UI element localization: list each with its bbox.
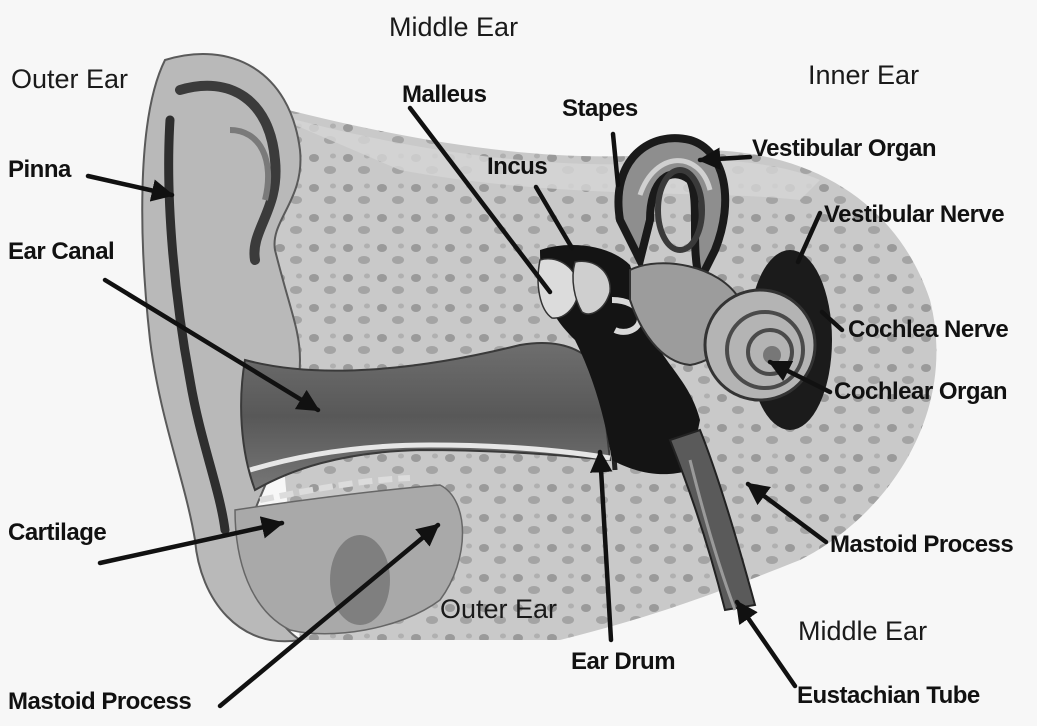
section-label-middle-ear-bottom: Middle Ear xyxy=(798,618,927,645)
cochlea-shape xyxy=(705,290,815,400)
label-cartilage: Cartilage xyxy=(8,521,106,545)
label-vestibular-organ: Vestibular Organ xyxy=(752,137,936,161)
label-ear-drum: Ear Drum xyxy=(571,650,675,674)
label-ear-canal: Ear Canal xyxy=(8,240,114,264)
label-vestibular-nerve: Vestibular Nerve xyxy=(824,203,1004,227)
label-cochlea-nerve: Cochlea Nerve xyxy=(848,318,1008,342)
label-mastoid-process-left: Mastoid Process xyxy=(8,690,191,714)
label-mastoid-process-right: Mastoid Process xyxy=(830,533,1013,557)
section-label-middle-ear-top: Middle Ear xyxy=(389,14,518,41)
label-pinna: Pinna xyxy=(8,158,71,182)
label-stapes: Stapes xyxy=(562,97,638,121)
section-label-inner-ear: Inner Ear xyxy=(808,62,919,89)
section-label-outer-ear-bottom: Outer Ear xyxy=(440,596,557,623)
label-incus: Incus xyxy=(487,155,547,179)
label-eustachian-tube: Eustachian Tube xyxy=(797,684,980,708)
label-malleus: Malleus xyxy=(402,83,487,107)
section-label-outer-ear-top: Outer Ear xyxy=(11,66,128,93)
label-cochlear-organ: Cochlear Organ xyxy=(834,380,1007,404)
